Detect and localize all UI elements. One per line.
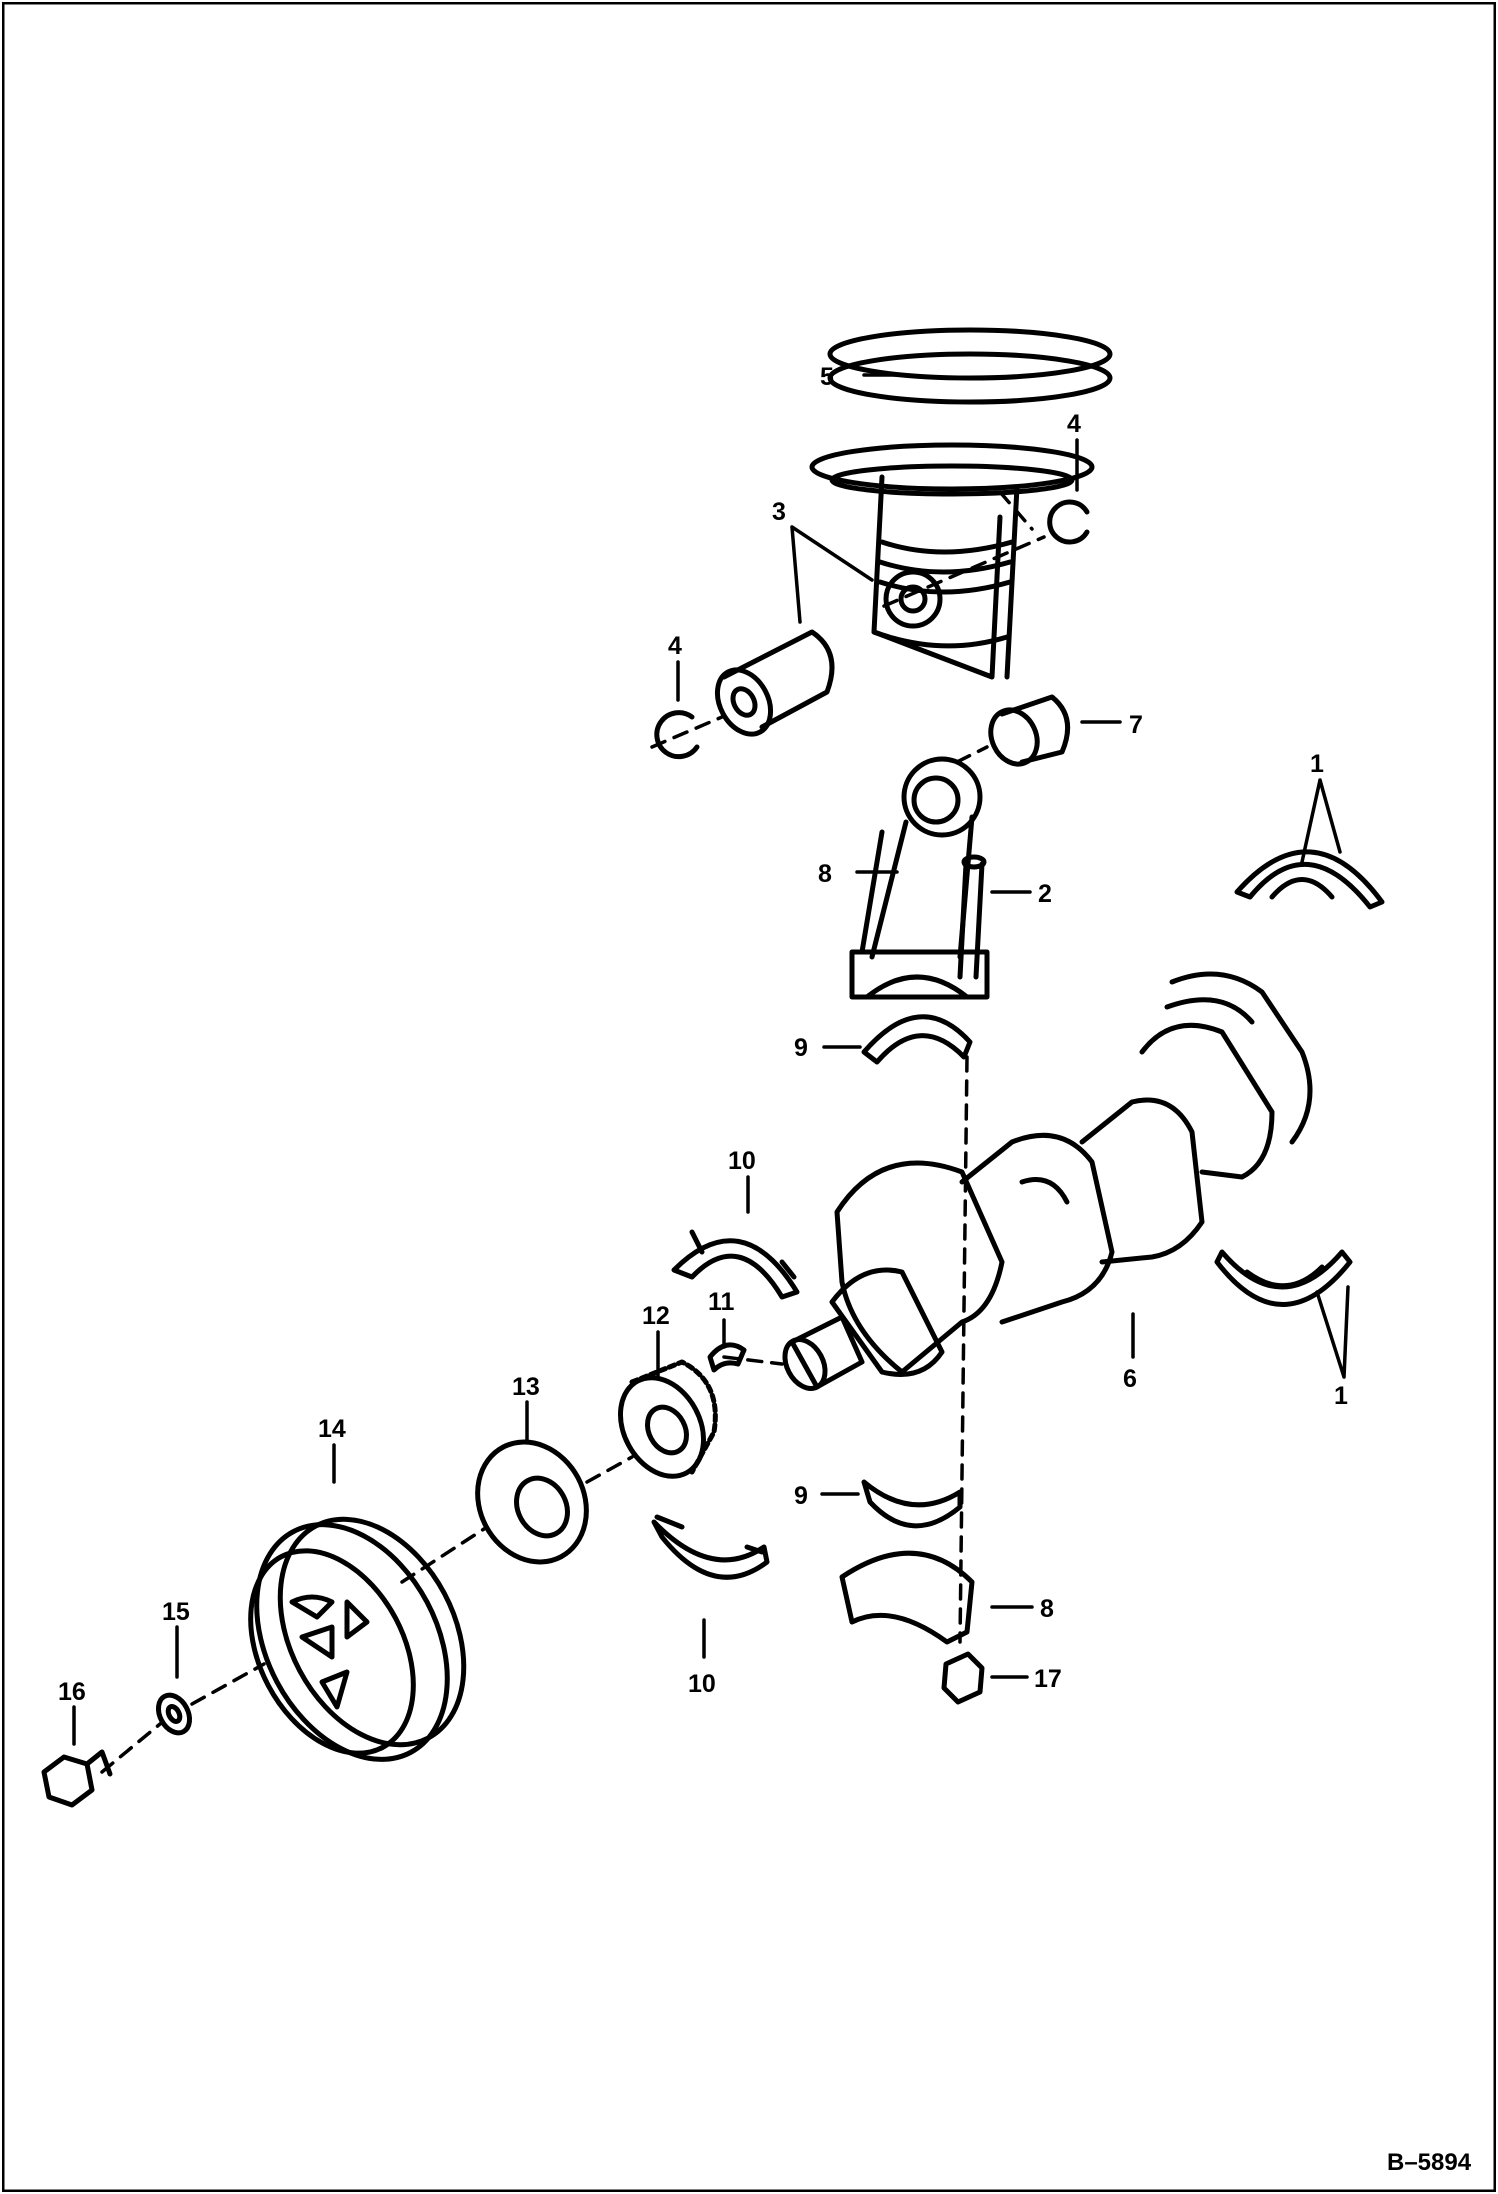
thrust-bearing-upper-flange (689, 1229, 797, 1280)
snap-ring-left (654, 710, 700, 760)
callout-14: 14 (318, 1415, 346, 1443)
piston-rings (827, 327, 1113, 405)
main-bearing-upper (1234, 849, 1385, 910)
piston (809, 442, 1095, 680)
rod-cap (839, 1550, 975, 1645)
crankshaft (782, 971, 1313, 1391)
callout-6: 6 (1123, 1365, 1137, 1393)
callout-1-top: 1 (1310, 750, 1324, 778)
callout-2: 2 (1038, 880, 1052, 908)
callout-10-top: 10 (728, 1147, 756, 1175)
callout-17: 17 (1034, 1665, 1062, 1693)
callout-9-bottom: 9 (794, 1482, 808, 1510)
callout-4-right: 4 (1067, 410, 1081, 438)
crank-pulley (248, 1516, 467, 1762)
callout-12: 12 (642, 1302, 670, 1330)
drawing-number: B–5894 (1387, 2149, 1472, 2176)
callout-11: 11 (708, 1288, 735, 1316)
callout-10-bottom: 10 (688, 1670, 716, 1698)
rod-nut (941, 1651, 985, 1705)
callout-16: 16 (58, 1678, 86, 1706)
washer (155, 1692, 193, 1736)
callout-9-top: 9 (794, 1034, 808, 1062)
thrust-bearing-upper (671, 1238, 800, 1300)
lower-rod-bearing (861, 1479, 963, 1529)
callout-7: 7 (1129, 711, 1143, 739)
woodruff-key (707, 1342, 747, 1373)
thrust-bearing-lower (651, 1519, 770, 1580)
thrust-bearing-lower-flange (654, 1514, 765, 1555)
callout-1-bottom: 1 (1334, 1382, 1348, 1410)
piston-pin (714, 629, 835, 737)
rod-bolt (957, 854, 987, 980)
callout-15: 15 (162, 1598, 190, 1626)
crank-gear (618, 1359, 718, 1479)
callout-5: 5 (820, 363, 834, 391)
callout-13: 13 (512, 1373, 540, 1401)
snap-ring-right (1047, 499, 1090, 545)
callout-4-left: 4 (668, 632, 682, 660)
main-bearing-lower-2 (1244, 1264, 1325, 1289)
callout-8-rod: 8 (818, 860, 832, 888)
main-bearing-upper-2 (1269, 877, 1335, 900)
callout-3: 3 (772, 498, 786, 526)
callout-8-cap: 8 (1040, 1595, 1054, 1623)
small-end-bushing (988, 694, 1071, 767)
upper-rod-bearing (861, 1014, 973, 1065)
